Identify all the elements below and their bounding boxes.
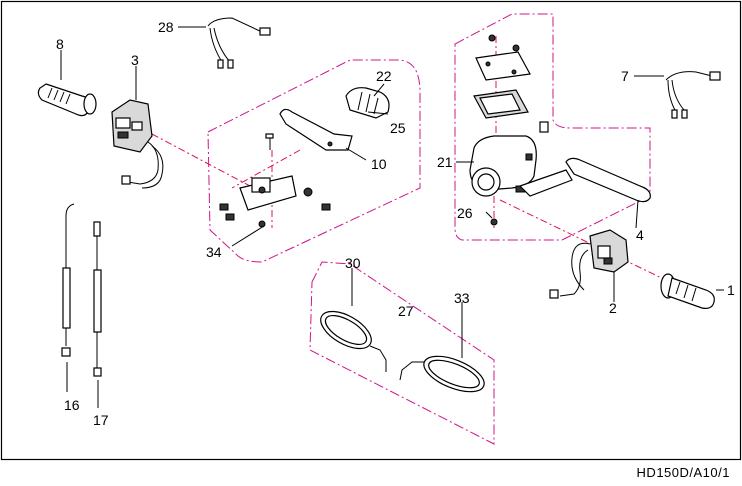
callout-2: 2 <box>609 300 617 316</box>
drawing-code: HD150D/A10/1 <box>636 465 730 480</box>
mirror-right-part <box>399 355 485 393</box>
mirror-left-part <box>320 310 387 372</box>
callout-10: 10 <box>371 156 387 172</box>
right-grip-part <box>660 273 715 309</box>
callout-17: 17 <box>93 412 109 428</box>
group-outline-mirrors <box>309 261 495 445</box>
drawing-frame <box>0 0 742 461</box>
callout-4: 4 <box>636 227 644 243</box>
callout-3: 3 <box>131 52 139 68</box>
callout-25: 25 <box>390 120 406 136</box>
switch-cover-part <box>345 87 390 119</box>
callout-34: 34 <box>206 244 222 260</box>
callout-22: 22 <box>376 68 392 84</box>
callout-21: 21 <box>437 154 453 170</box>
callout-30: 30 <box>345 255 361 271</box>
callout-28: 28 <box>158 19 174 35</box>
group-outline-master-cylinder <box>454 13 651 241</box>
callout-8: 8 <box>56 36 64 52</box>
axis-right-switch <box>499 199 675 285</box>
wire-7-part <box>665 71 721 119</box>
callout-7: 7 <box>621 68 629 84</box>
left-switch-part <box>111 99 164 189</box>
group-outline-lever-bracket <box>207 59 421 263</box>
clutch-lever-part <box>279 108 353 151</box>
left-grip-part <box>37 83 97 117</box>
brake-lever-part <box>518 157 651 203</box>
wire-28-part <box>207 17 271 69</box>
right-switch-part <box>549 229 629 299</box>
callout-16: 16 <box>64 397 80 413</box>
callout-33: 33 <box>454 290 470 306</box>
cable-16-part <box>61 203 75 357</box>
master-cylinder-part <box>469 34 549 197</box>
callout-26: 26 <box>457 205 473 221</box>
axis-lever <box>231 149 301 189</box>
callout-1: 1 <box>727 282 735 298</box>
callout-27: 27 <box>398 303 414 319</box>
cable-17-part <box>93 221 102 377</box>
lever-bracket-part <box>219 133 331 228</box>
axis-left-switch <box>151 133 251 187</box>
